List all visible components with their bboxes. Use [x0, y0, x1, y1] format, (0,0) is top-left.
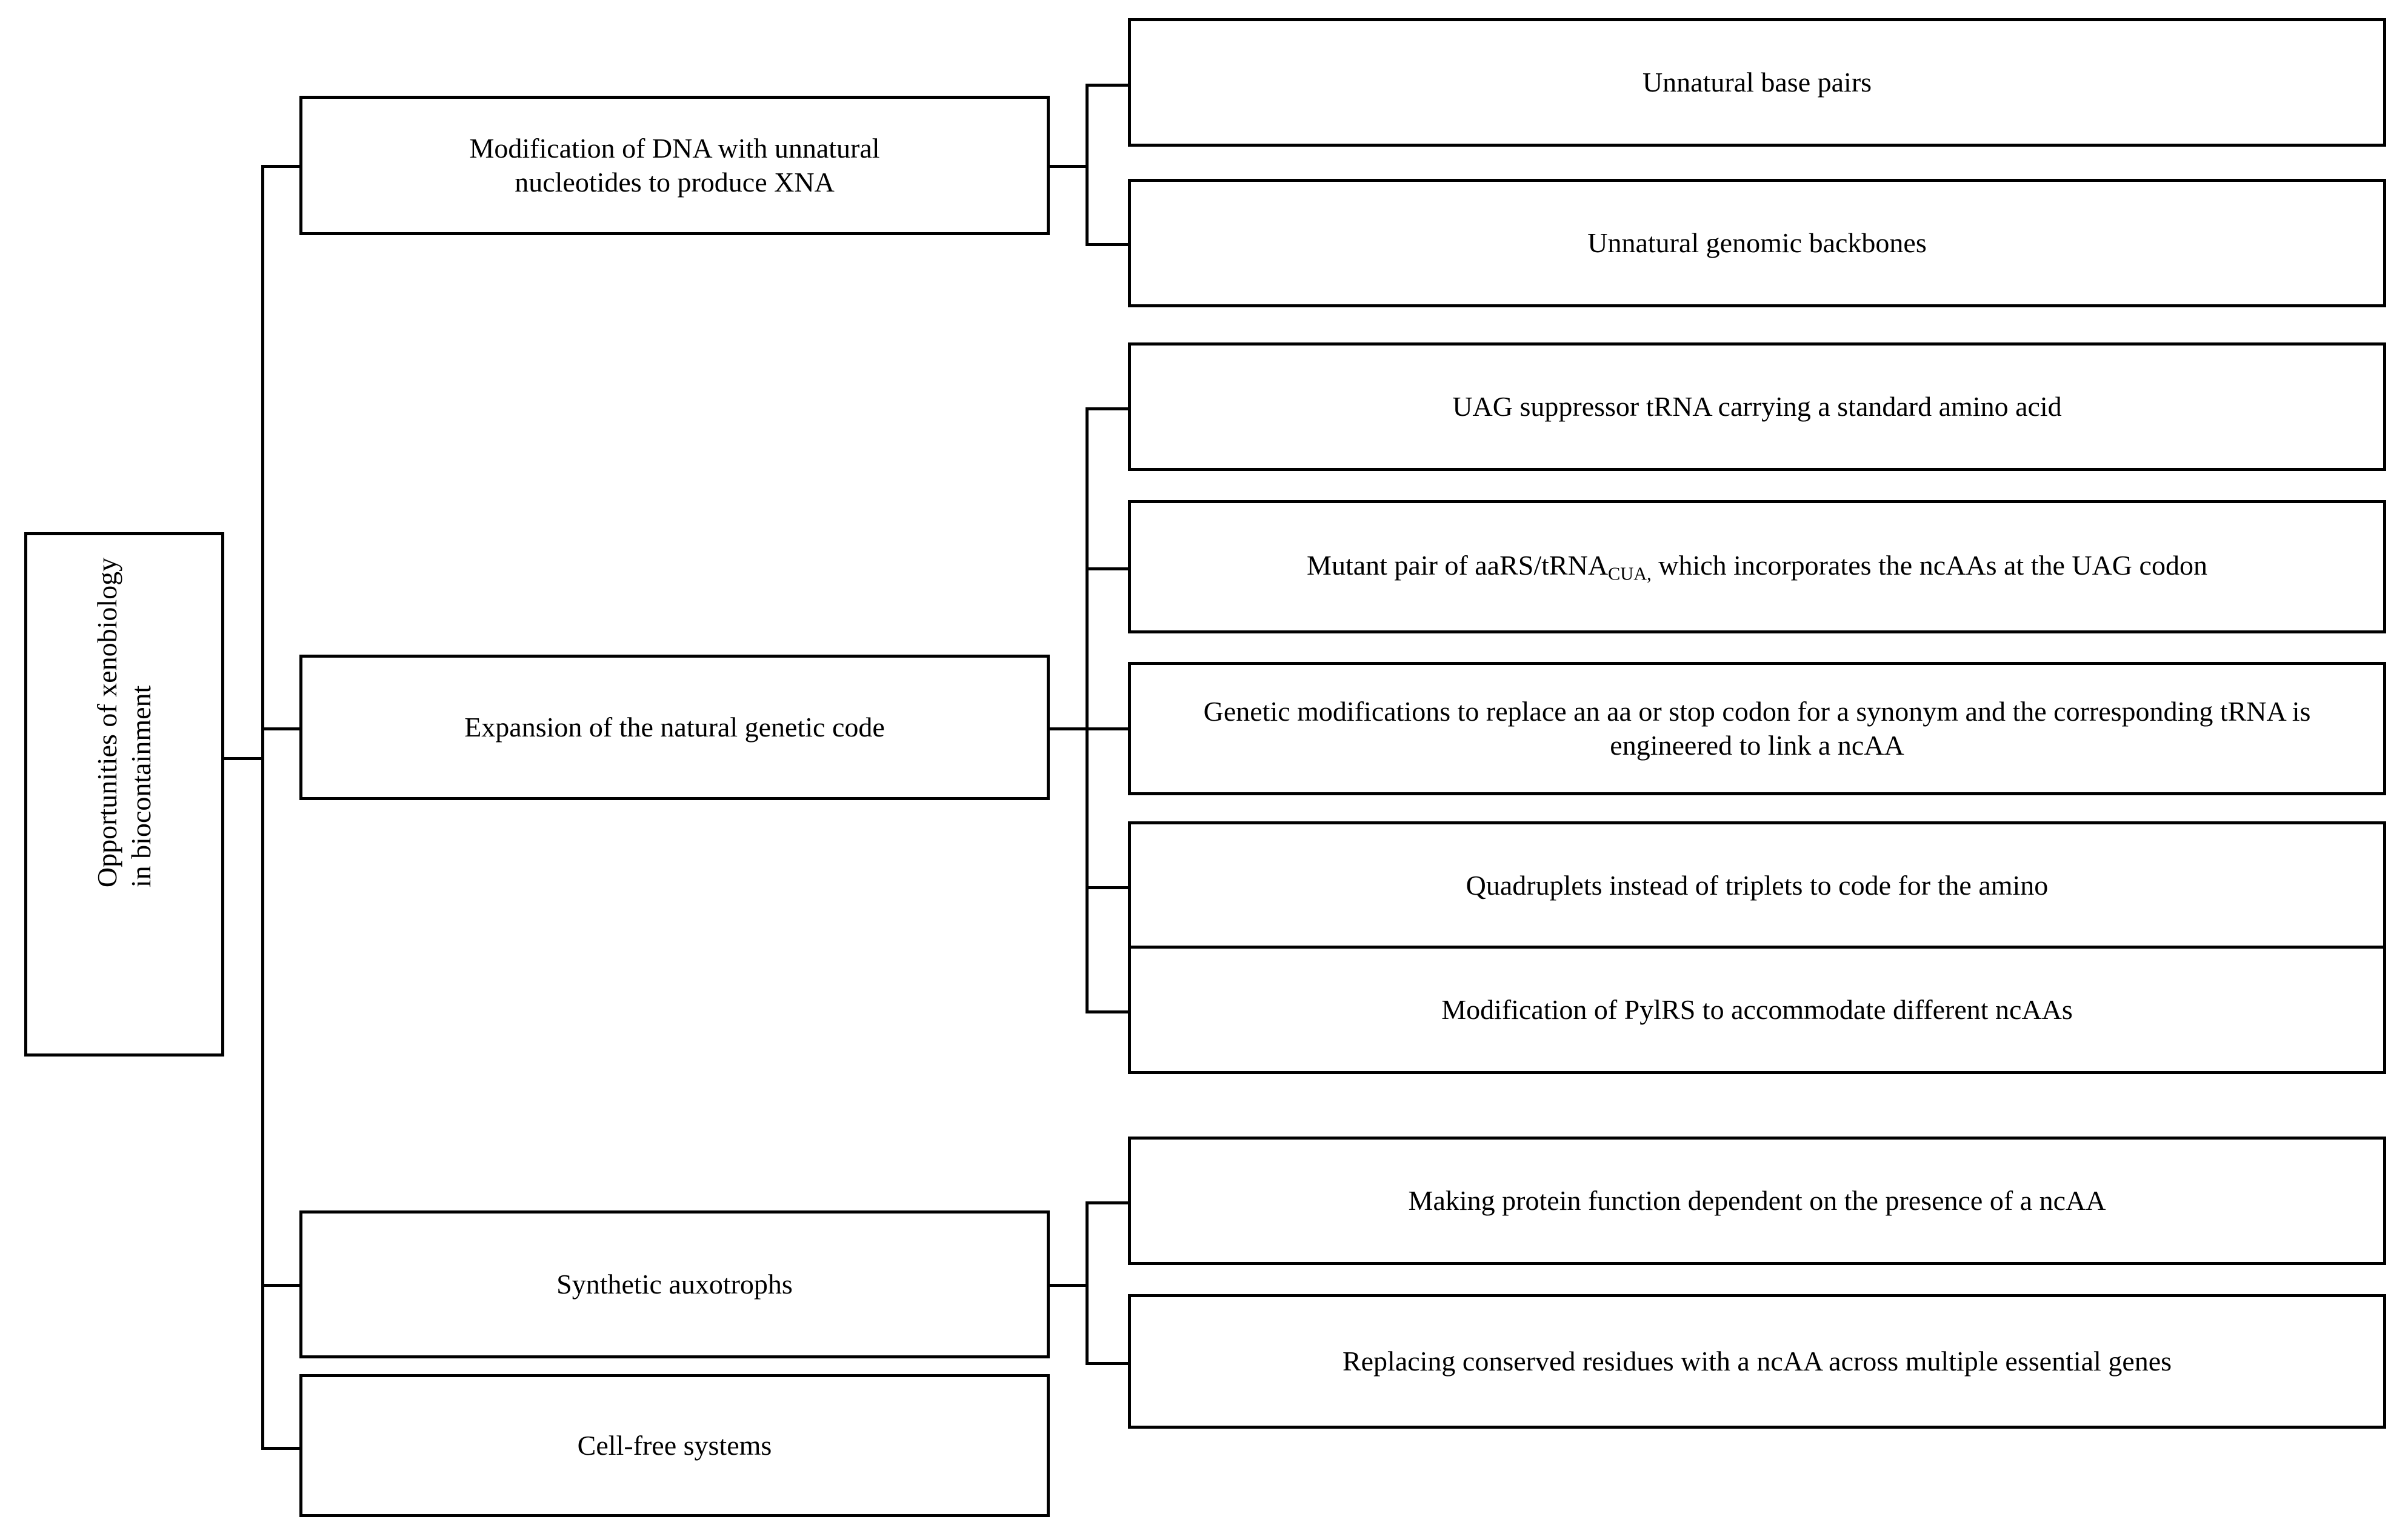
leaf-node-unnatural-base-pairs[interactable]: Unnatural base pairs [1128, 18, 2386, 147]
leaf-label-uag-suppressor-trna: UAG suppressor tRNA carrying a standard … [1452, 390, 2062, 422]
leaf-node-mutant-pair-aars-trna[interactable]: Mutant pair of aaRS/tRNACUA, which incor… [1128, 500, 2386, 633]
leaf-label-unnatural-base-pairs: Unnatural base pairs [1642, 66, 1872, 98]
leaf-node-unnatural-genomic-backbones[interactable]: Unnatural genomic backbones [1128, 179, 2386, 307]
connector-branch2-out [1047, 727, 1089, 730]
branch-label-genetic-code: Expansion of the natural genetic code [464, 711, 885, 743]
leaf-node-protein-function-ncaa[interactable]: Making protein function dependent on the… [1128, 1137, 2386, 1265]
leaf-label-protein-function-ncaa: Making protein function dependent on the… [1408, 1184, 2106, 1216]
leaf-label-unnatural-genomic-backbones: Unnatural genomic backbones [1587, 227, 1927, 258]
connector-group2-trunk [1086, 407, 1089, 1013]
connector-group1-child-2 [1086, 243, 1130, 246]
leaf-node-quadruplets[interactable]: Quadruplets instead of triplets to code … [1128, 821, 2386, 950]
connector-group1-child-1 [1086, 84, 1130, 87]
connector-group1-trunk [1086, 84, 1089, 246]
leaf-label-quadruplets: Quadruplets instead of triplets to code … [1466, 869, 2049, 901]
connector-group2-child-5 [1086, 1010, 1130, 1013]
connector-group3-child-2 [1086, 1362, 1130, 1365]
connector-stub-branch-3 [261, 1284, 301, 1287]
branch-label-synthetic-auxotrophs: Synthetic auxotrophs [556, 1268, 793, 1300]
branch-node-genetic-code[interactable]: Expansion of the natural genetic code [299, 655, 1050, 800]
subscript-cua: CUA, [1608, 563, 1652, 584]
connector-branch1-out [1047, 165, 1089, 168]
connector-branch3-out [1047, 1284, 1089, 1287]
leaf-label-mutant-pair-aars-trna: Mutant pair of aaRS/tRNACUA, which incor… [1307, 549, 2207, 584]
connector-group2-child-1 [1086, 407, 1130, 410]
branch-node-cell-free-systems[interactable]: Cell-free systems [299, 1374, 1050, 1517]
connector-stub-branch-1 [261, 165, 301, 168]
leaf-node-genetic-modifications-synonym[interactable]: Genetic modifications to replace an aa o… [1128, 662, 2386, 795]
connector-group2-child-2 [1086, 567, 1130, 570]
leaf-node-pylrs-modification[interactable]: Modification of PylRS to accommodate dif… [1128, 946, 2386, 1074]
leaf-node-uag-suppressor-trna[interactable]: UAG suppressor tRNA carrying a standard … [1128, 342, 2386, 471]
connector-group2-child-3 [1086, 727, 1130, 730]
leaf-label-replacing-conserved-residues: Replacing conserved residues with a ncAA… [1342, 1345, 2172, 1377]
branch-node-synthetic-auxotrophs[interactable]: Synthetic auxotrophs [299, 1210, 1050, 1358]
connector-root-stub [223, 757, 264, 760]
connector-group3-child-1 [1086, 1201, 1130, 1204]
branch-label-cell-free-systems: Cell-free systems [577, 1429, 772, 1461]
leaf-node-replacing-conserved-residues[interactable]: Replacing conserved residues with a ncAA… [1128, 1294, 2386, 1429]
connector-level2-trunk [261, 165, 264, 1450]
leaf-label-genetic-modifications-synonym: Genetic modifications to replace an aa o… [1203, 695, 2311, 761]
connector-group2-child-4 [1086, 886, 1130, 889]
connector-group3-trunk [1086, 1201, 1089, 1365]
leaf-label-pylrs-modification: Modification of PylRS to accommodate dif… [1441, 993, 2073, 1025]
connector-stub-branch-2 [261, 727, 301, 730]
connector-stub-branch-4 [261, 1447, 301, 1450]
